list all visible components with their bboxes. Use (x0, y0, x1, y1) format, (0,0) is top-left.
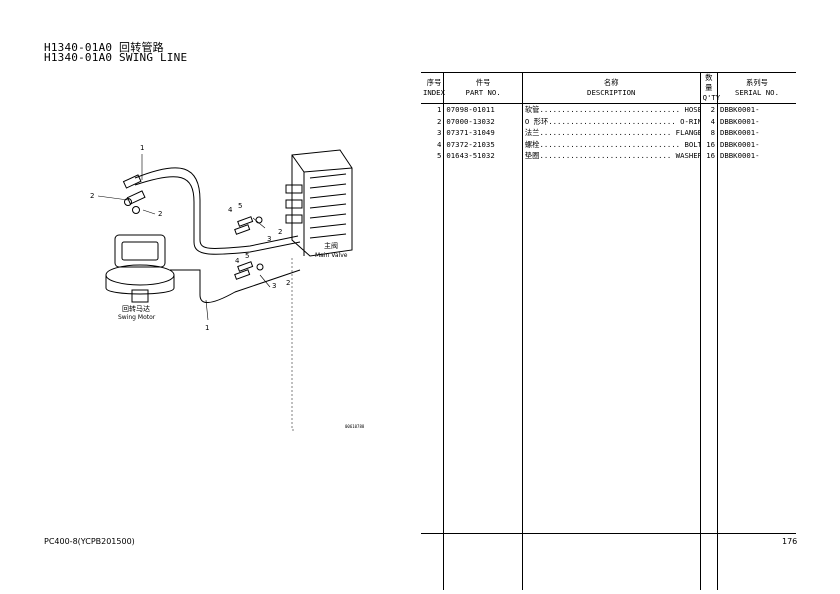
row-leader-dots: ................................ (539, 105, 681, 114)
row-serial: DBBK0001- (717, 150, 796, 162)
callout-2-lower: 2 (286, 279, 290, 287)
row-index: 4 (436, 139, 442, 149)
row-desc-cn: 螺栓 (524, 139, 540, 149)
parts-table: 序号 INDEX 件号 PART NO. 名称 DESCRIPTION 数量 Q… (421, 72, 796, 590)
row-leader-dots: ............................. (548, 116, 676, 126)
header-serial: 系列号 SERIAL NO. (717, 72, 796, 104)
row-qty: 8 (699, 127, 718, 139)
callout-5-lower: 5 (245, 252, 249, 260)
header-qty-en: Q'TY (702, 93, 721, 102)
callout-4-upper: 4 (228, 206, 233, 214)
callout-1-top: 1 (140, 144, 144, 152)
header-index-cn: 序号 (426, 78, 442, 87)
row-index: 5 (436, 151, 442, 160)
row-qty: 2 (699, 103, 718, 116)
hose-upper (134, 167, 299, 249)
header-serial-en: SERIAL NO. (735, 88, 779, 97)
table-row: 2 07000-13032 O 形环......................… (421, 115, 796, 127)
row-description: 螺栓................................ BOLT (521, 138, 701, 150)
header-desc-en: DESCRIPTION (587, 88, 636, 97)
header-qty-cn: 数量 (705, 73, 713, 92)
header-qty: 数量 Q'TY (699, 72, 721, 104)
row-qty: 16 (699, 150, 718, 162)
row-part-no: 07000-13032 (443, 115, 523, 127)
row-qty: 4 (699, 115, 718, 127)
model-footer: PC400-8(YCPB201500) (44, 537, 135, 546)
swing-motor-label-cn: 回转马达 (122, 304, 150, 313)
swing-motor-label-en: Swing Motor (118, 314, 156, 321)
row-part-no: 07371-31049 (443, 127, 523, 139)
row-index: 3 (436, 128, 442, 137)
row-description: O 形环............................. O-RING (521, 115, 701, 127)
row-serial: DBBK0001- (717, 103, 796, 116)
callout-2-left: 2 (90, 192, 94, 200)
hose-upper-inner (134, 176, 301, 255)
swing-motor-body (114, 234, 166, 268)
header-serial-cn: 系列号 (746, 78, 768, 87)
row-part-no: 01643-51032 (443, 150, 523, 162)
callout-3-lower: 3 (272, 282, 276, 290)
row-serial: DBBK0001- (717, 115, 796, 127)
header-desc-cn: 名称 (603, 78, 619, 87)
header-description: 名称 DESCRIPTION (521, 72, 701, 104)
header-index-en: INDEX (423, 88, 445, 97)
table-row: 1 07098-01011 软管........................… (421, 103, 796, 116)
table-row: 3 07371-31049 法兰........................… (421, 127, 796, 139)
row-leader-dots: ................................ (539, 139, 681, 149)
main-valve (285, 149, 353, 257)
page-number: 176 (782, 537, 798, 546)
row-desc-cn: 软管 (524, 105, 540, 114)
header-index: 序号 INDEX (421, 72, 445, 104)
table-filler-row (421, 161, 796, 590)
row-desc-en: O-RING (680, 116, 700, 126)
row-qty: 16 (699, 138, 718, 150)
row-desc-cn: 垫圈 (524, 151, 540, 160)
illustration-code: 00610788 (345, 424, 365, 429)
callout-2-upper: 2 (278, 228, 282, 236)
row-desc-en: FLANGE (675, 128, 701, 137)
row-description: 软管................................ HOSE (521, 103, 701, 116)
row-part-no: 07098-01011 (443, 103, 523, 116)
row-description: 法兰.............................. FLANGE (521, 127, 701, 139)
main-valve-label-en: Main Valve (315, 252, 348, 259)
table-row: 5 01643-51032 垫圈........................… (421, 150, 796, 162)
row-desc-en: WASHER (675, 151, 701, 160)
table-row: 4 07372-21035 螺栓........................… (421, 138, 796, 150)
row-part-no: 07372-21035 (443, 138, 523, 150)
callout-4-lower: 4 (235, 257, 240, 265)
callout-3-upper: 3 (267, 235, 271, 243)
table-header-row: 序号 INDEX 件号 PART NO. 名称 DESCRIPTION 数量 Q… (421, 72, 796, 104)
header-part-no: 件号 PART NO. (443, 72, 523, 104)
callout-5-upper: 5 (238, 202, 242, 210)
swing-line-diagram: 1 2 2 3 4 5 2 3 4 5 2 1 主阀 Main Valve 回转… (90, 144, 353, 431)
header-part-en: PART NO. (465, 88, 501, 97)
page-title-en: H1340-01A0 SWING LINE (44, 51, 188, 64)
header-part-cn: 件号 (475, 78, 491, 87)
row-index: 2 (436, 116, 442, 126)
table-bottom-rule (421, 533, 796, 534)
row-leader-dots: .............................. (539, 128, 672, 137)
row-serial: DBBK0001- (717, 127, 796, 139)
row-desc-en: HOSE (684, 105, 700, 114)
row-desc-cn: O 形环 (524, 116, 549, 126)
swing-motor-base (105, 264, 175, 286)
row-index: 1 (436, 105, 442, 114)
main-valve-label-cn: 主阀 (324, 241, 338, 250)
row-desc-en: BOLT (684, 139, 700, 149)
row-description: 垫圈.............................. WASHER (521, 150, 701, 162)
row-leader-dots: .............................. (539, 151, 672, 160)
callout-2-mid: 2 (158, 210, 162, 218)
row-serial: DBBK0001- (717, 138, 796, 150)
page-title-cn: H1340-01A0 回转管路 (44, 41, 164, 54)
callout-1-bottom: 1 (205, 324, 209, 332)
row-desc-cn: 法兰 (524, 128, 540, 137)
